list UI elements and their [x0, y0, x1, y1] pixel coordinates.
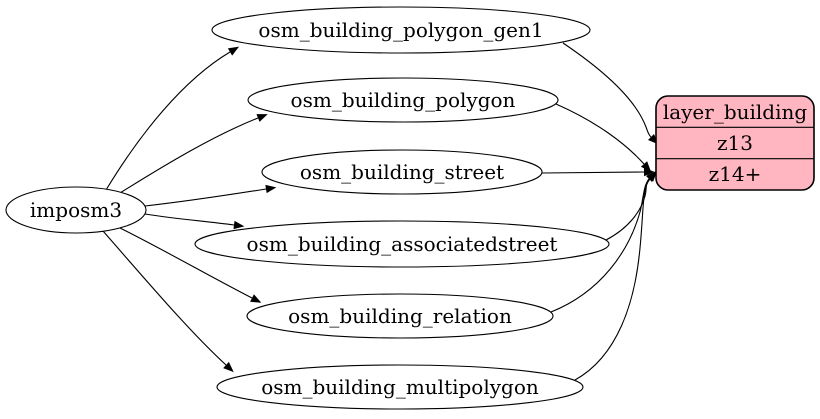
table-ellipse: [211, 6, 591, 54]
table-ellipse: [261, 149, 543, 195]
edge-imposm3-to-polygon: [119, 114, 268, 194]
edge-imposm3-to-associatedstreet: [144, 213, 245, 230]
table-label: osm_building_multipolygon: [261, 375, 539, 399]
edge-polygon-to-layer-z14: [555, 103, 652, 172]
table-ellipse: [194, 220, 610, 268]
edge-imposm3-to-street: [144, 184, 277, 207]
table-label: osm_building_polygon_gen1: [258, 18, 543, 42]
table-node-osm-building-relation: osm_building_relation: [246, 293, 554, 339]
table-ellipse: [216, 364, 584, 410]
layer-building-row-z14plus: z14+: [709, 162, 762, 186]
edge-multipolygon-to-layer-z14: [574, 171, 657, 381]
layer-building-title: layer_building: [663, 100, 808, 124]
edge-street-to-layer-z14: [541, 167, 655, 177]
table-node-osm-building-polygon: osm_building_polygon: [247, 77, 559, 123]
table-ellipse: [247, 77, 559, 123]
node-imposm3: imposm3: [5, 186, 147, 234]
edge-imposm3-to-relation: [119, 227, 262, 303]
edge-polygon-gen1-to-layer-z13: [562, 42, 659, 145]
layer-building-box: [655, 95, 815, 191]
edge-imposm3-to-multipolygon: [102, 230, 234, 373]
layer-building-row-z13: z13: [717, 131, 753, 155]
edge-imposm3-to-polygon-gen1: [105, 46, 240, 191]
table-node-osm-building-associatedstreet: osm_building_associatedstreet: [194, 220, 610, 268]
table-node-osm-building-polygon-gen1: osm_building_polygon_gen1: [211, 6, 591, 54]
edge-relation-to-layer-z14: [550, 170, 658, 313]
table-label: osm_building_street: [300, 160, 504, 184]
table-ellipse: [246, 293, 554, 339]
table-node-osm-building-multipolygon: osm_building_multipolygon: [216, 364, 584, 410]
node-imposm3-shape: [5, 186, 147, 234]
table-label: osm_building_relation: [288, 304, 512, 328]
table-node-osm-building-street: osm_building_street: [261, 149, 543, 195]
table-label: osm_building_polygon: [291, 88, 516, 112]
node-layer-building: layer_building z13 z14+: [655, 95, 815, 191]
node-imposm3-label: imposm3: [30, 198, 122, 222]
table-label: osm_building_associatedstreet: [247, 232, 558, 256]
